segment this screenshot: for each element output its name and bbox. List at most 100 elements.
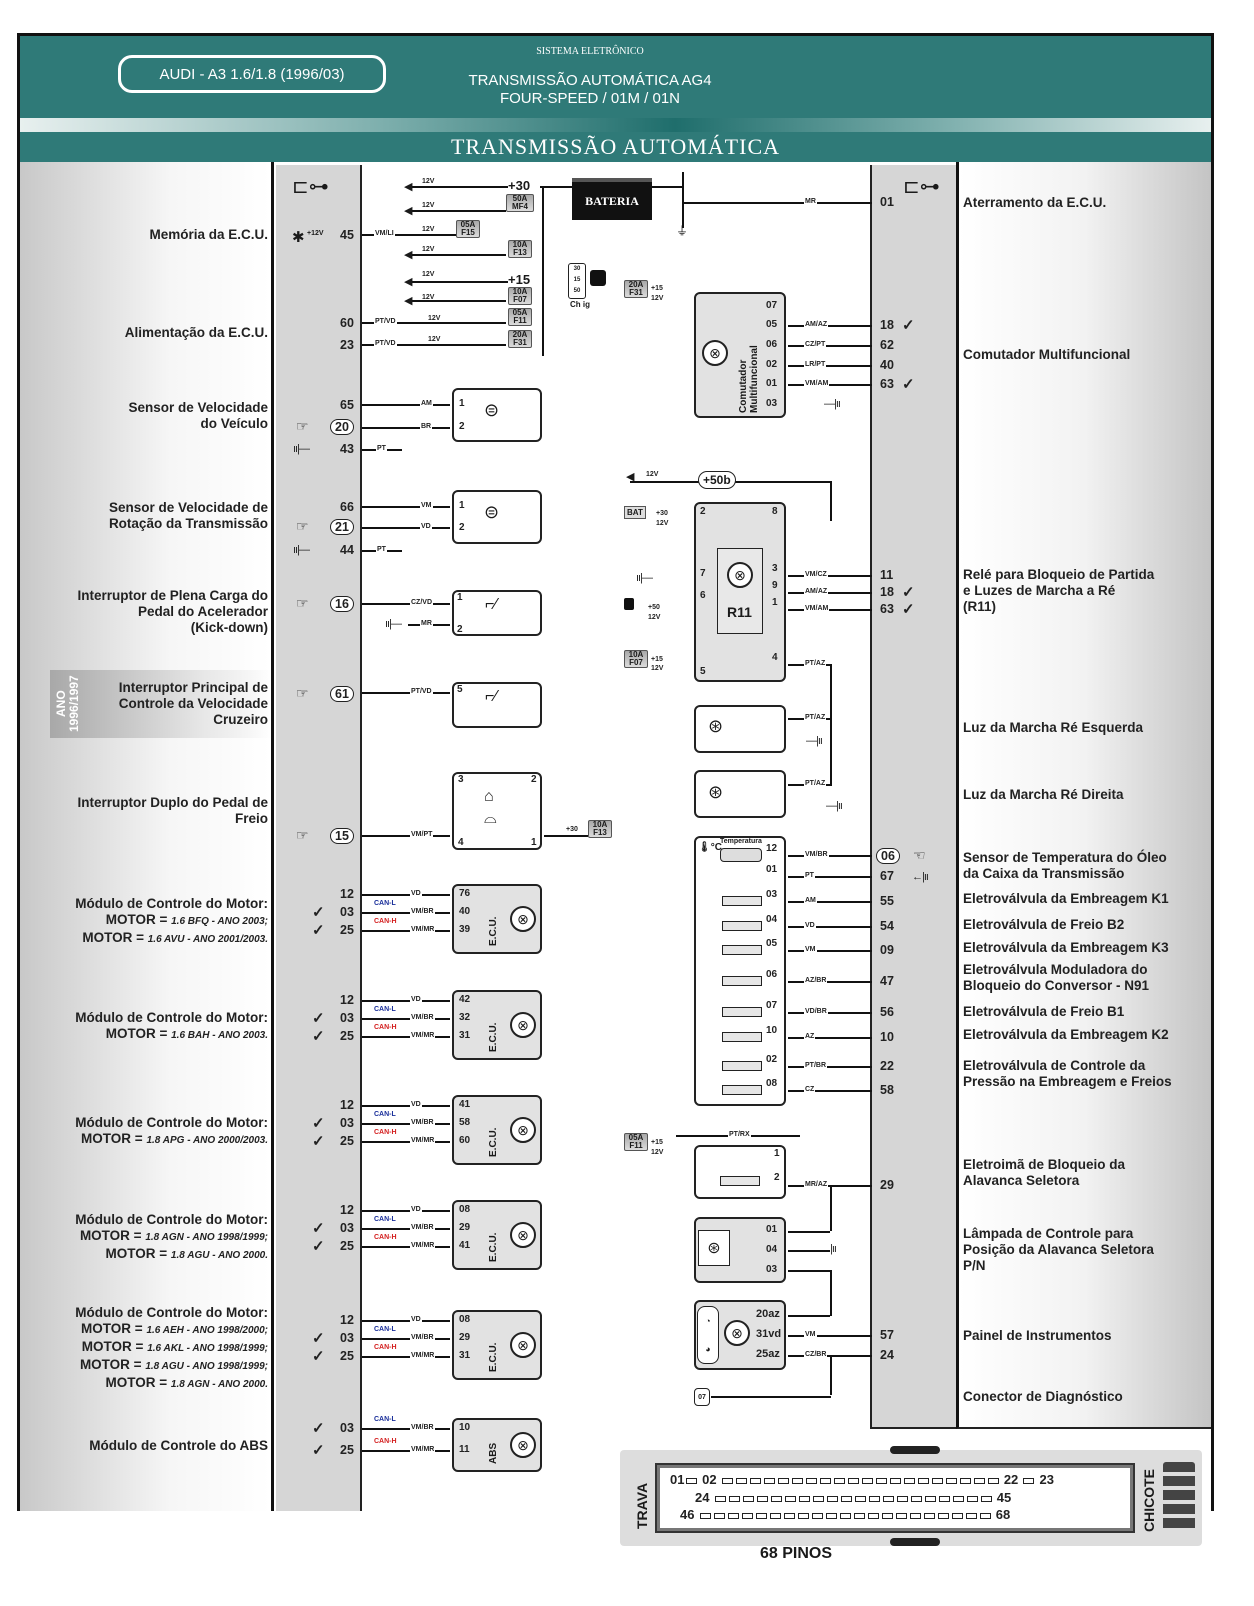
transistor-icon: ⊗ — [510, 1012, 536, 1038]
pin-slot — [826, 1495, 838, 1502]
ecu-pin: 25 — [340, 1239, 354, 1253]
wire — [788, 592, 872, 594]
switch-pin: 06 — [766, 339, 778, 350]
solenoid-coil — [720, 1176, 760, 1186]
solenoid-pin: 02 — [766, 1054, 778, 1065]
relay-pin: 6 — [700, 590, 706, 601]
pin-slot — [882, 1495, 894, 1502]
wire-label: VM/BR — [410, 1424, 435, 1431]
module-label: E.C.U. — [488, 916, 499, 946]
wire-label: VM/BR — [410, 1119, 435, 1126]
pin-slot — [721, 1477, 733, 1484]
can-low-label: CAN-L — [374, 1326, 396, 1333]
wire — [788, 365, 872, 367]
wire — [362, 912, 450, 914]
can-low-label: CAN-L — [374, 900, 396, 907]
transistor-icon: ⊗ — [510, 1222, 536, 1248]
ecu-pin: 22 — [880, 1059, 894, 1073]
right-label-panel — [956, 162, 1211, 1429]
ecu-pin: 11 — [880, 568, 894, 582]
wire-label: CZ/BR — [804, 1351, 828, 1358]
voltage-label: 12V — [651, 1149, 664, 1156]
transistor-icon: ⊗ — [727, 562, 753, 588]
diagram-frame — [17, 33, 1214, 1511]
solenoid-coil — [722, 1085, 762, 1095]
temperature-sensor-element — [720, 848, 762, 862]
selector-lock-solenoid — [694, 1145, 786, 1199]
system-title: TRANSMISSÃO AUTOMÁTICA AG4 FOUR-SPEED / … — [440, 72, 740, 108]
pin-21: 21 — [330, 519, 354, 535]
voltage-label: 12V — [422, 226, 435, 233]
pin-01-ground: 01 — [880, 195, 894, 209]
pin-slot — [910, 1495, 922, 1502]
solenoid-pin: 12 — [766, 843, 778, 854]
wire-label: VM/MR — [410, 1352, 436, 1359]
wire-label: PT — [376, 445, 387, 452]
ecu-pin: 12 — [340, 1313, 354, 1327]
pin-45: 45 — [340, 228, 354, 242]
switch-icon: ⌐∕ — [485, 596, 498, 613]
connector-row-1: 01 02 22 23 — [670, 1472, 1054, 1487]
arrow-left-icon: ◀ — [404, 205, 413, 217]
solenoid-coil — [722, 1032, 762, 1042]
pin-slot — [931, 1477, 943, 1484]
label-solenoid-k2: Eletroválvula da Embreagem K2 — [963, 1027, 1169, 1042]
multifunction-switch-label: Comutador Multifuncional — [738, 345, 760, 413]
arrow-left-icon: ◀ — [404, 181, 413, 193]
label-multifunction-switch: Comutador Multifuncional — [963, 347, 1131, 362]
pin-slot — [735, 1477, 747, 1484]
panel-pin: 25az — [756, 1348, 780, 1360]
relay-pin: 5 — [700, 666, 706, 677]
wire — [788, 901, 872, 903]
key-icon — [624, 598, 634, 610]
sensor-pin: 1 — [459, 500, 465, 511]
ecu-pin: 03 — [340, 905, 354, 919]
wire — [362, 1320, 450, 1322]
relay-pin: 3 — [772, 563, 778, 574]
pin-slot — [839, 1512, 851, 1519]
relay-pin: 8 — [772, 506, 778, 517]
wire-label: VM/MR — [410, 1446, 436, 1453]
wire-label: VM/MR — [410, 1242, 436, 1249]
voltage-label: 12V — [422, 202, 435, 209]
key-icon — [590, 270, 606, 286]
pin-slot — [937, 1512, 949, 1519]
test-point-hand-icon: ☜ — [913, 847, 926, 863]
ecu-pin: 47 — [880, 974, 894, 988]
wire-label: CZ/PT — [804, 341, 827, 348]
label-abs-module: Módulo de Controle do ABS — [89, 1438, 268, 1453]
wire-label: VD — [410, 890, 422, 897]
ecu-pin: 25 — [340, 923, 354, 937]
check-icon: ✓ — [312, 1028, 325, 1045]
voltage-label: 12V — [422, 294, 435, 301]
harness-label: CHICOTE — [1141, 1469, 1157, 1532]
thermometer-icon: 🌡°C — [698, 842, 722, 853]
speed-sensor-icon: ⊜ — [484, 400, 500, 420]
ecu-pin: 62 — [880, 338, 894, 352]
pin-44: 44 — [340, 543, 354, 557]
relay-pin: 2 — [700, 506, 706, 517]
wire-label: PT — [376, 546, 387, 553]
module-pin: 08 — [459, 1314, 471, 1325]
wire-label: VM — [420, 502, 433, 509]
pin-slot — [784, 1495, 796, 1502]
wire — [362, 1123, 450, 1125]
wire — [362, 1141, 450, 1143]
dual-switch-icon: ⌂ — [484, 788, 494, 805]
pin-slot — [811, 1512, 823, 1519]
label-engine-module-3: Módulo de Controle do Motor: MOTOR = 1.8… — [75, 1115, 268, 1146]
pin-slot — [868, 1495, 880, 1502]
lock-label: TRAVA — [634, 1482, 650, 1529]
ground-post — [682, 172, 684, 228]
solenoid-coil — [722, 1061, 762, 1071]
check-icon: ✓ — [312, 1348, 325, 1365]
pin-slot — [896, 1495, 908, 1502]
connector-clip — [890, 1446, 940, 1454]
diagnostic-connector: 07 — [694, 1388, 710, 1406]
can-high-label: CAN-H — [374, 1129, 397, 1136]
